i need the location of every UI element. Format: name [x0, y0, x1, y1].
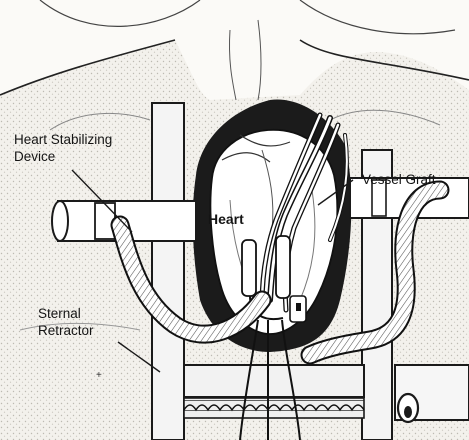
label-heart: Heart: [208, 211, 244, 227]
label-vessel-graft: Vessel Graft: [362, 171, 436, 188]
label-retractor-line1: Sternal: [38, 305, 94, 322]
label-heart-stabilizing-device: Heart Stabilizing Device: [14, 131, 112, 165]
label-retractor-line2: Retractor: [38, 322, 94, 339]
label-sternal-retractor: Sternal Retractor: [38, 305, 94, 339]
label-stabilizer-line2: Device: [14, 148, 112, 165]
label-stabilizer-line1: Heart Stabilizing: [14, 131, 112, 148]
svg-text:+: +: [96, 370, 102, 381]
